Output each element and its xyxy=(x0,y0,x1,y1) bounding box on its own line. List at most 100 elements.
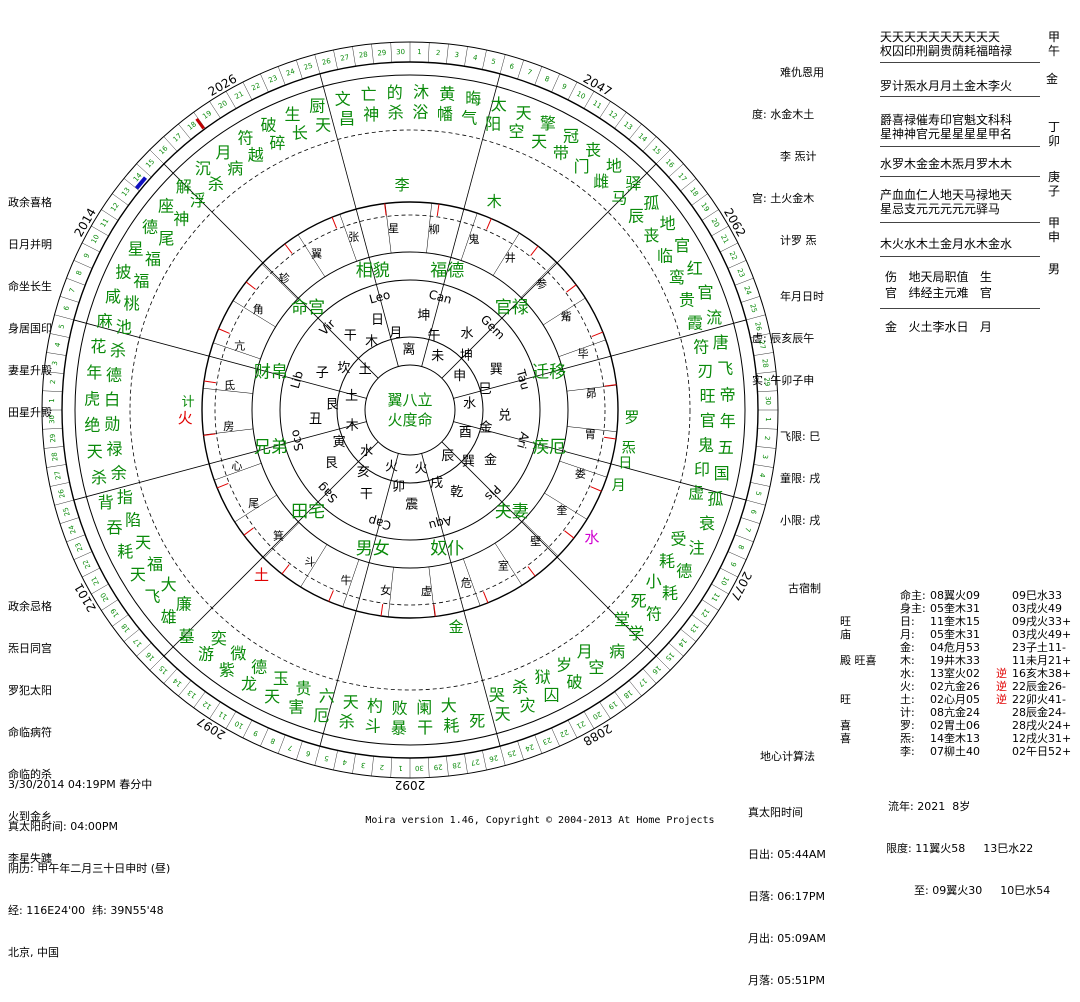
outer-star: 禄 xyxy=(107,439,123,458)
outer-star: 破 xyxy=(567,673,583,692)
year-tick xyxy=(50,333,70,338)
sign-label: Sco xyxy=(287,428,306,452)
sign-divider xyxy=(441,441,657,657)
outer-star: 杀 xyxy=(91,468,107,487)
grid-divider xyxy=(880,222,1040,223)
mansion-divider xyxy=(567,426,617,432)
outer-star: 咸 xyxy=(105,287,121,306)
degree-number: 20 xyxy=(710,217,721,229)
year-tick xyxy=(428,757,430,778)
degree-number: 28 xyxy=(358,51,368,60)
outer-star: 大 xyxy=(161,575,177,594)
palace-label: 命宫 xyxy=(291,298,325,318)
outer-star: 官 xyxy=(700,411,716,430)
branch-label: 辰 xyxy=(441,449,454,464)
degree-number: 26 xyxy=(57,488,67,499)
outer-star: 阳 xyxy=(485,114,501,133)
outer-star: 月 xyxy=(216,143,232,162)
branch-label: 艮 xyxy=(325,456,338,471)
outer-star: 沐 xyxy=(413,83,429,102)
year-tick xyxy=(599,101,611,119)
year-tick xyxy=(149,655,165,671)
outer-star: 天 xyxy=(315,115,331,134)
palace-label: 田宅 xyxy=(291,502,325,522)
planet-zodiac-pos: 28戌火24+ xyxy=(1012,719,1072,732)
outer-star: 福 xyxy=(145,250,161,269)
outer-star: 贵 xyxy=(679,290,695,309)
degree-number: 13 xyxy=(120,186,132,198)
year-tick xyxy=(46,464,67,468)
year-tick xyxy=(711,583,729,595)
left-info-line: 政余喜格 xyxy=(8,196,52,209)
year-label: 2077 xyxy=(728,569,755,603)
outer-star: 流 xyxy=(706,308,722,327)
degree-number: 15 xyxy=(144,158,156,170)
year-tick xyxy=(746,314,766,321)
outer-star: 披 xyxy=(115,263,131,282)
outer-star: 星 xyxy=(128,239,144,258)
info-l2: 度: 水金木土 xyxy=(752,108,815,121)
branch-label: 兑 xyxy=(498,409,511,424)
outer-star: 病 xyxy=(609,642,625,661)
outer-star: 孤 xyxy=(707,489,723,508)
copyright-footer: Moira version 1.46, Copyright © 2004-201… xyxy=(365,815,715,826)
outer-star: 天 xyxy=(87,442,103,461)
degree-number: 25 xyxy=(506,748,517,758)
mansion-label: 毕 xyxy=(578,347,589,360)
outer-star: 指 xyxy=(117,487,133,506)
red-tick xyxy=(482,591,489,604)
red-tick xyxy=(281,564,290,575)
outer-star: 大 xyxy=(441,696,457,715)
planet-name: 身主: xyxy=(900,602,926,615)
planet-zodiac-pos: 03戌火49+ xyxy=(1012,628,1072,641)
year-tick xyxy=(711,225,729,237)
grid-divider xyxy=(880,96,1040,97)
outer-star: 杀 xyxy=(110,341,126,360)
year-tick xyxy=(680,178,697,192)
grid-side-2: 丁卯 xyxy=(1048,120,1061,148)
degree-number: 23 xyxy=(541,735,552,746)
year-tick xyxy=(628,123,642,140)
year-tick xyxy=(750,482,770,487)
left-info-line: 政余忌格 xyxy=(8,600,52,613)
outer-star: 驿 xyxy=(625,174,641,193)
planet-zodiac-pos: 11未月21+ xyxy=(1012,654,1072,667)
degree-number: 7 xyxy=(287,743,294,752)
mansion-label: 尾 xyxy=(248,497,259,510)
year-tick xyxy=(82,567,101,578)
year-label: 2092 xyxy=(395,778,426,792)
planet-name: 月: xyxy=(900,628,915,641)
mansion-divider xyxy=(300,544,328,588)
degree-number: 8 xyxy=(543,75,550,84)
planet-mu: 木 xyxy=(487,192,502,210)
degree-number: 9 xyxy=(729,560,738,567)
year-tick xyxy=(691,193,708,206)
left-info-line: 日月并明 xyxy=(8,238,52,251)
degree-number: 27 xyxy=(470,757,480,766)
left-info-line: 命临的杀 xyxy=(8,768,52,781)
planet-mansion-pos: 02心月05 xyxy=(930,693,980,706)
outer-star: 衰 xyxy=(699,514,715,533)
branch-label: 巽 xyxy=(462,454,475,469)
red-tick xyxy=(216,482,229,489)
year-tick xyxy=(756,371,777,374)
outer-star: 飞 xyxy=(717,359,733,378)
branch-label: 坤 xyxy=(417,309,430,324)
branch-label: 坤 xyxy=(460,349,473,364)
degree-number: 10 xyxy=(575,90,587,101)
true-solar-time: 真太阳时间: 04:00PM xyxy=(8,820,119,833)
outer-star: 丧 xyxy=(585,141,601,160)
year-tick xyxy=(163,668,178,684)
degree-number: 13 xyxy=(688,622,700,634)
year-tick xyxy=(734,277,754,286)
degree-number: 30 xyxy=(48,415,56,424)
outer-star: 地 xyxy=(660,214,676,233)
palace-label: 夫妻 xyxy=(495,502,529,522)
year-tick xyxy=(296,59,303,80)
mansion-label: 胃 xyxy=(585,428,596,441)
mansion-label: 危 xyxy=(461,577,472,590)
year-tick xyxy=(73,260,93,269)
sign-divider xyxy=(441,163,657,379)
mansion-label: 参 xyxy=(536,277,547,291)
grid-row-3: 罗计炁水月月土金木李火 xyxy=(880,79,1013,93)
